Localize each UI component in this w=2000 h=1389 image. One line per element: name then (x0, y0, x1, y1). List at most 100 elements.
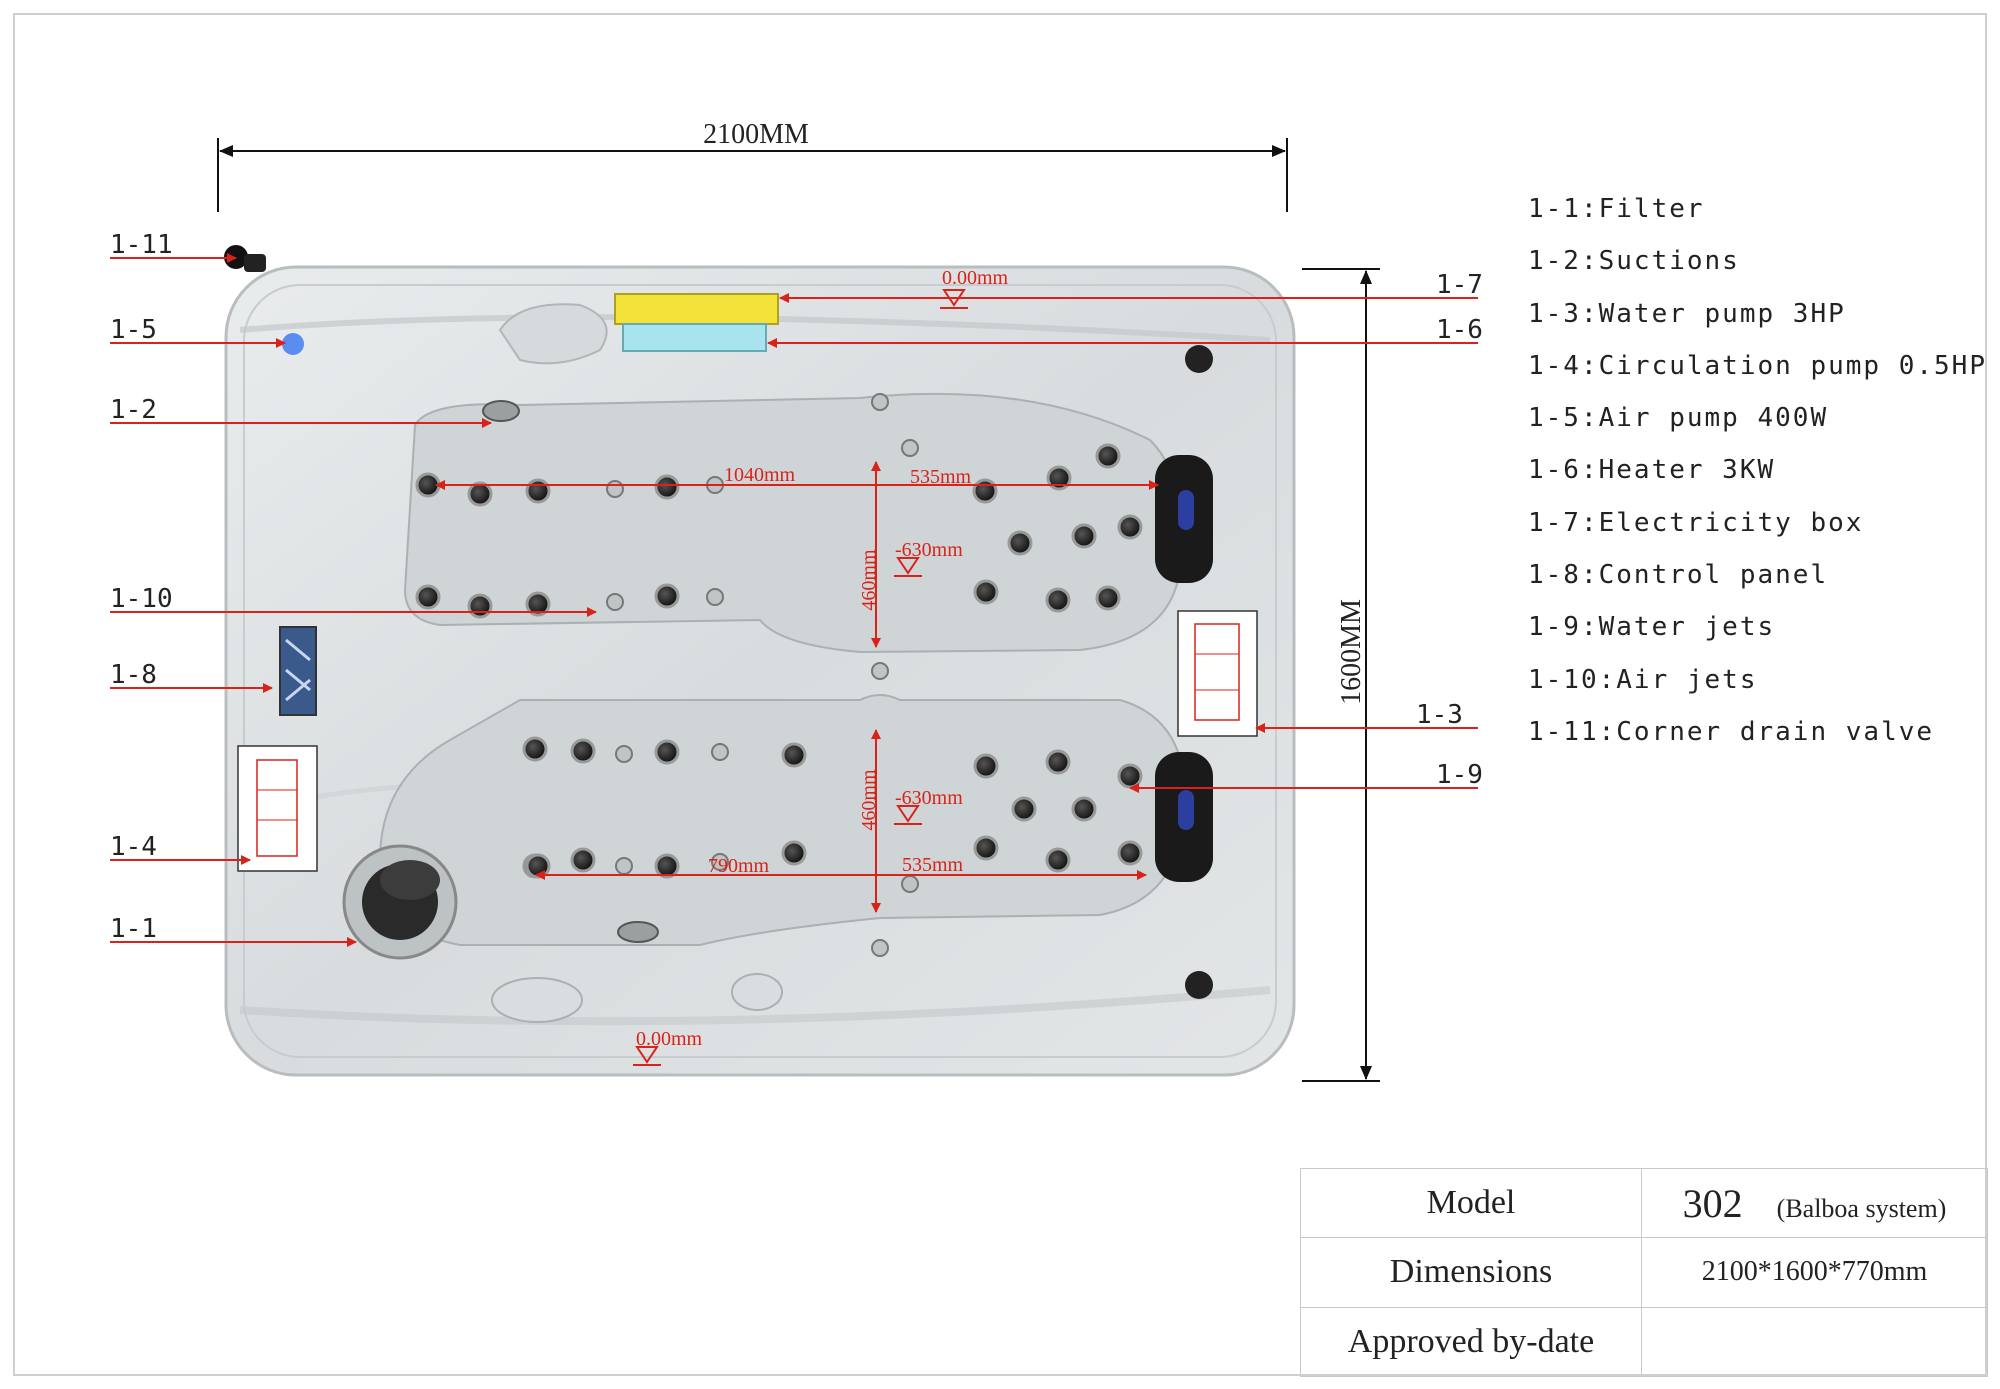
water-jet-icon (570, 847, 596, 873)
legend-item-suctions: 1-2:Suctions (1528, 246, 1740, 277)
spec-table: Model 302 (Balboa system) Dimensions 2100… (1300, 1167, 1988, 1378)
legend-item-air-jets: 1-10:Air jets (1528, 664, 1758, 695)
water-jet-icon (1095, 443, 1121, 469)
callout-1-1: 1-1 (110, 914, 157, 944)
water-jet-icon (781, 840, 807, 866)
electricity-box-icon (614, 293, 779, 325)
water-jet-icon (1117, 763, 1143, 789)
air-jet-icon (871, 939, 889, 957)
water-jet-icon (654, 739, 680, 765)
spec-row-model: Model 302 (Balboa system) (1300, 1167, 1988, 1239)
suction-icon (482, 400, 520, 422)
length-top-right: 535mm (910, 466, 972, 488)
approved-value (1641, 1306, 1988, 1378)
air-pump-icon (282, 333, 304, 355)
callout-1-7: 1-7 (1436, 270, 1483, 300)
callout-1-8: 1-8 (110, 660, 157, 690)
corner-drain-icon (1185, 345, 1213, 373)
level-bottom: 0.00mm (636, 1028, 703, 1050)
width-label: 2100MM (703, 119, 809, 150)
water-jet-icon (522, 736, 548, 762)
drawing-frame (13, 13, 1987, 1376)
dimensions-value: 2100*1600*770mm (1641, 1237, 1988, 1308)
water-pump-icon (1177, 610, 1258, 737)
air-jet-icon (606, 480, 624, 498)
callout-1-9: 1-9 (1436, 760, 1483, 790)
water-jet-icon (654, 853, 680, 879)
air-jet-icon (615, 857, 633, 875)
water-jet-icon (1117, 840, 1143, 866)
length-bottom-left: 790mm (708, 855, 770, 877)
filter-icon (342, 844, 458, 960)
water-jet-icon (467, 481, 493, 507)
legend-item-drain-valve: 1-11:Corner drain valve (1528, 716, 1935, 747)
width-dimension: 2100MM (217, 119, 1288, 212)
water-jet-icon (1011, 796, 1037, 822)
legend-item-circulation-pump: 1-4:Circulation pump 0.5HP (1528, 350, 1987, 381)
component-legend: 1-1:Filter 1-2:Suctions 1-3:Water pump 3… (1528, 183, 1987, 758)
level-top-right: 0.00mm (942, 267, 1009, 289)
length-bottom-right: 535mm (902, 854, 964, 876)
callout-labels: 1-11 1-5 1-2 1-10 1-8 1-4 1-1 1-7 1-6 1-… (110, 230, 1483, 944)
legend-item-electricity-box: 1-7:Electricity box (1528, 507, 1864, 538)
water-jet-icon (415, 584, 441, 610)
air-jet-icon (615, 745, 633, 763)
dimensions-label: Dimensions (1300, 1237, 1642, 1308)
height-label: 1600MM (1336, 599, 1367, 705)
level-seat-top: -630mm (895, 539, 963, 561)
legend-item-control-panel: 1-8:Control panel (1528, 560, 1829, 591)
water-jet-icon (1045, 587, 1071, 613)
air-jet-icon (711, 743, 729, 761)
callout-1-3: 1-3 (1416, 700, 1463, 730)
heater-icon (622, 323, 767, 352)
water-jet-icon (570, 738, 596, 764)
height-dimension: 1600MM (1302, 268, 1380, 1082)
air-jet-icon (606, 593, 624, 611)
air-jet-icon (706, 588, 724, 606)
air-jet-icon (871, 662, 889, 680)
water-jet-icon (1045, 749, 1071, 775)
model-value-cell: 302 (Balboa system) (1641, 1167, 1988, 1239)
interior-dimension-labels: 1040mm 535mm 460mm 0.00mm -630mm 790mm 5… (636, 267, 1009, 1050)
water-jet-icon (781, 742, 807, 768)
water-jet-icon (973, 835, 999, 861)
model-system: (Balboa system) (1776, 1193, 1947, 1223)
air-jet-icon (871, 393, 889, 411)
water-jet-icon (654, 474, 680, 500)
water-jet-icon (972, 478, 998, 504)
water-jet-icon (1046, 465, 1072, 491)
depth-top: 460mm (858, 549, 880, 611)
water-jet-icon (973, 579, 999, 605)
length-top-left: 1040mm (724, 464, 796, 486)
corner-drain-icon (1185, 971, 1213, 999)
callout-1-11: 1-11 (110, 230, 173, 260)
water-jet-icon (415, 472, 441, 498)
water-jet-icon (1095, 585, 1121, 611)
model-number: 302 (1682, 1180, 1743, 1226)
air-jet-icon (901, 875, 919, 893)
interior-dimension-lines (435, 289, 1159, 1066)
water-jet-icon (1117, 514, 1143, 540)
depth-bottom: 460mm (858, 769, 880, 831)
air-jet-icon (711, 853, 729, 871)
air-jet-icon (901, 439, 919, 457)
level-seat-bottom: -630mm (895, 787, 963, 809)
control-panel-icon (279, 626, 317, 716)
spec-row-approved: Approved by-date (1300, 1306, 1988, 1378)
water-jet-icon (1045, 847, 1071, 873)
callout-1-10: 1-10 (110, 584, 173, 614)
legend-item-water-jets: 1-9:Water jets (1528, 612, 1776, 643)
jets (415, 393, 1143, 957)
callout-1-6: 1-6 (1436, 315, 1483, 345)
legend-item-water-pump: 1-3:Water pump 3HP (1528, 298, 1846, 329)
water-jet-icon (525, 478, 551, 504)
callout-1-4: 1-4 (110, 832, 157, 862)
callout-1-5: 1-5 (110, 315, 157, 345)
model-label: Model (1300, 1167, 1642, 1239)
suction-icon (617, 921, 659, 943)
water-jet-icon (467, 593, 493, 619)
water-jet-icon (525, 591, 551, 617)
water-jet-icon (973, 753, 999, 779)
water-jet-icon (654, 583, 680, 609)
approved-label: Approved by-date (1300, 1306, 1642, 1378)
